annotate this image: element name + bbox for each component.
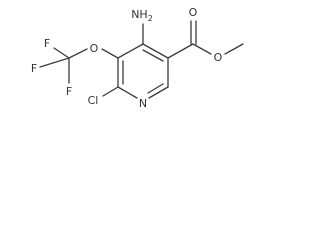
bond-c5-carbonyl [167, 43, 194, 59]
bond-c-f1 [53, 47, 70, 59]
ring-bond-c2-n1 [117, 86, 138, 99]
molecule-structure: NH2 O O O N Cl F F F [31, 6, 244, 110]
amino-label: NH2 [131, 8, 153, 23]
chlorine-label: Cl [88, 94, 99, 107]
fluorine-label-3: F [66, 85, 72, 98]
bond-c-f2 [39, 57, 70, 68]
bond-o-methyl [224, 43, 244, 55]
fluorine-label-1: F [44, 37, 50, 50]
ring-bond-c5-c4 [142, 43, 169, 59]
ring-bond-c5-c4-inner [142, 49, 164, 62]
ring-nitrogen-label: N [139, 97, 147, 110]
carbonyl-oxygen-label: O [189, 6, 198, 19]
bond-o-cf3 [68, 48, 88, 59]
ester-oxygen-label: O [214, 51, 223, 64]
fluorine-label-2: F [31, 62, 37, 75]
bond-carbonyl-o-ester [192, 43, 212, 55]
structure-canvas: NH2 O O O N Cl F F F [30, 6, 244, 110]
ether-oxygen-label: O [90, 42, 99, 55]
bond-c3-o [101, 48, 119, 59]
ring-bond-c4-c3 [117, 43, 144, 59]
ring-bond-n1-c6-inner [147, 83, 164, 94]
bond-c2-cl [102, 86, 119, 97]
ring-bond-n1-c6 [148, 86, 169, 99]
